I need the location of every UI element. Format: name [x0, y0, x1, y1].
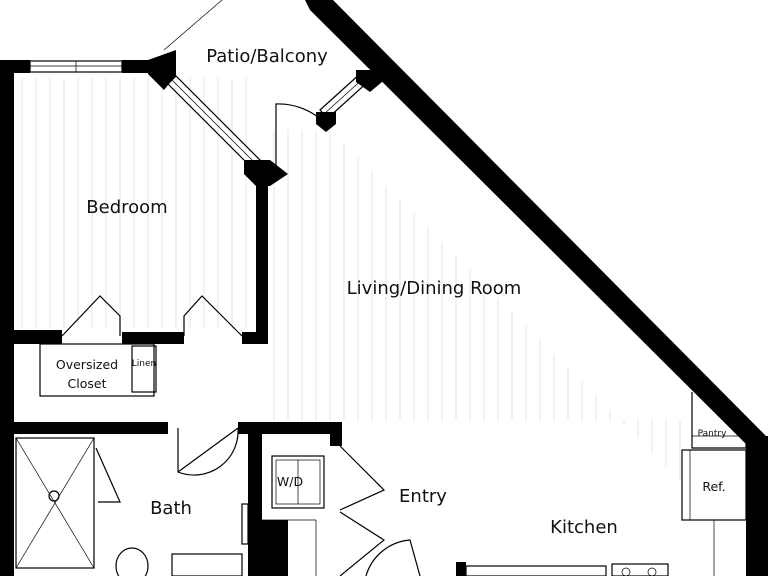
shower-door: [95, 447, 121, 503]
entry-label: Entry: [399, 486, 447, 507]
bedroom-label: Bedroom: [86, 197, 167, 218]
patio-left-corner: [148, 50, 176, 90]
linen-shelf: [131, 345, 157, 393]
entry-post: [330, 422, 342, 446]
doors: [61, 103, 421, 576]
entry-right-stub: [456, 562, 466, 576]
floor-plank-lines: [21, 78, 681, 480]
shower-drain: [48, 490, 60, 502]
living-dining-label: Living/Dining Room: [347, 278, 522, 299]
pantry-label: Pantry: [698, 429, 727, 439]
windows: [29, 0, 371, 171]
fixtures: [15, 343, 747, 576]
patio-door-glass-right: [319, 71, 371, 119]
left-exterior-wall: [0, 60, 14, 576]
closet-door-left: [61, 295, 121, 337]
room-labels: Patio/Balcony Bedroom Living/Dining Room…: [56, 46, 727, 538]
front-door-swing: [365, 539, 421, 576]
patio-inner-corner: [316, 112, 336, 132]
bath-vanity: [171, 553, 243, 576]
bath-mirror-edge: [241, 503, 249, 545]
kitchen-label: Kitchen: [550, 517, 618, 538]
bedroom-bottom-wall-c: [242, 332, 268, 344]
patio-label: Patio/Balcony: [206, 46, 328, 67]
patio-outline-left: [163, 0, 223, 51]
entry-door-upper: [339, 445, 386, 511]
closet-door-right: [183, 295, 243, 337]
bath-right-wall: [248, 430, 262, 576]
diagonal-exterior-wall: [305, 0, 768, 470]
bedroom-right-wall: [256, 178, 268, 344]
closet-bottom-wall: [14, 422, 168, 434]
closet-label-line1: Oversized: [56, 357, 118, 372]
closet-label-line2: Closet: [68, 376, 107, 391]
closet-outline: [39, 343, 155, 397]
bath-door-swing: [177, 427, 239, 476]
kitchen-right-wall: [746, 436, 768, 576]
wd-label: W/D: [277, 474, 303, 489]
bedroom-right-corner: [244, 160, 288, 186]
shower-stall: [15, 437, 95, 569]
bedroom-bottom-wall-b: [122, 332, 184, 344]
toilet-bowl: [115, 547, 149, 576]
wd-bottom-post: [262, 520, 288, 576]
bath-top-wall-right: [238, 422, 342, 434]
bedroom-bottom-wall-a: [14, 330, 62, 344]
stove: [611, 563, 669, 576]
pantry-outline: [691, 392, 747, 449]
patio-door-swing: [275, 103, 327, 170]
washer-dryer: [271, 455, 325, 509]
linen-label: Linen: [132, 359, 156, 369]
top-bedroom-wall: [0, 60, 30, 73]
ref-label: Ref.: [702, 479, 725, 494]
kitchen-counter: [465, 565, 607, 576]
bath-label: Bath: [150, 498, 192, 519]
patio-door-glass-left: [167, 75, 263, 171]
entry-door-lower: [339, 511, 386, 576]
